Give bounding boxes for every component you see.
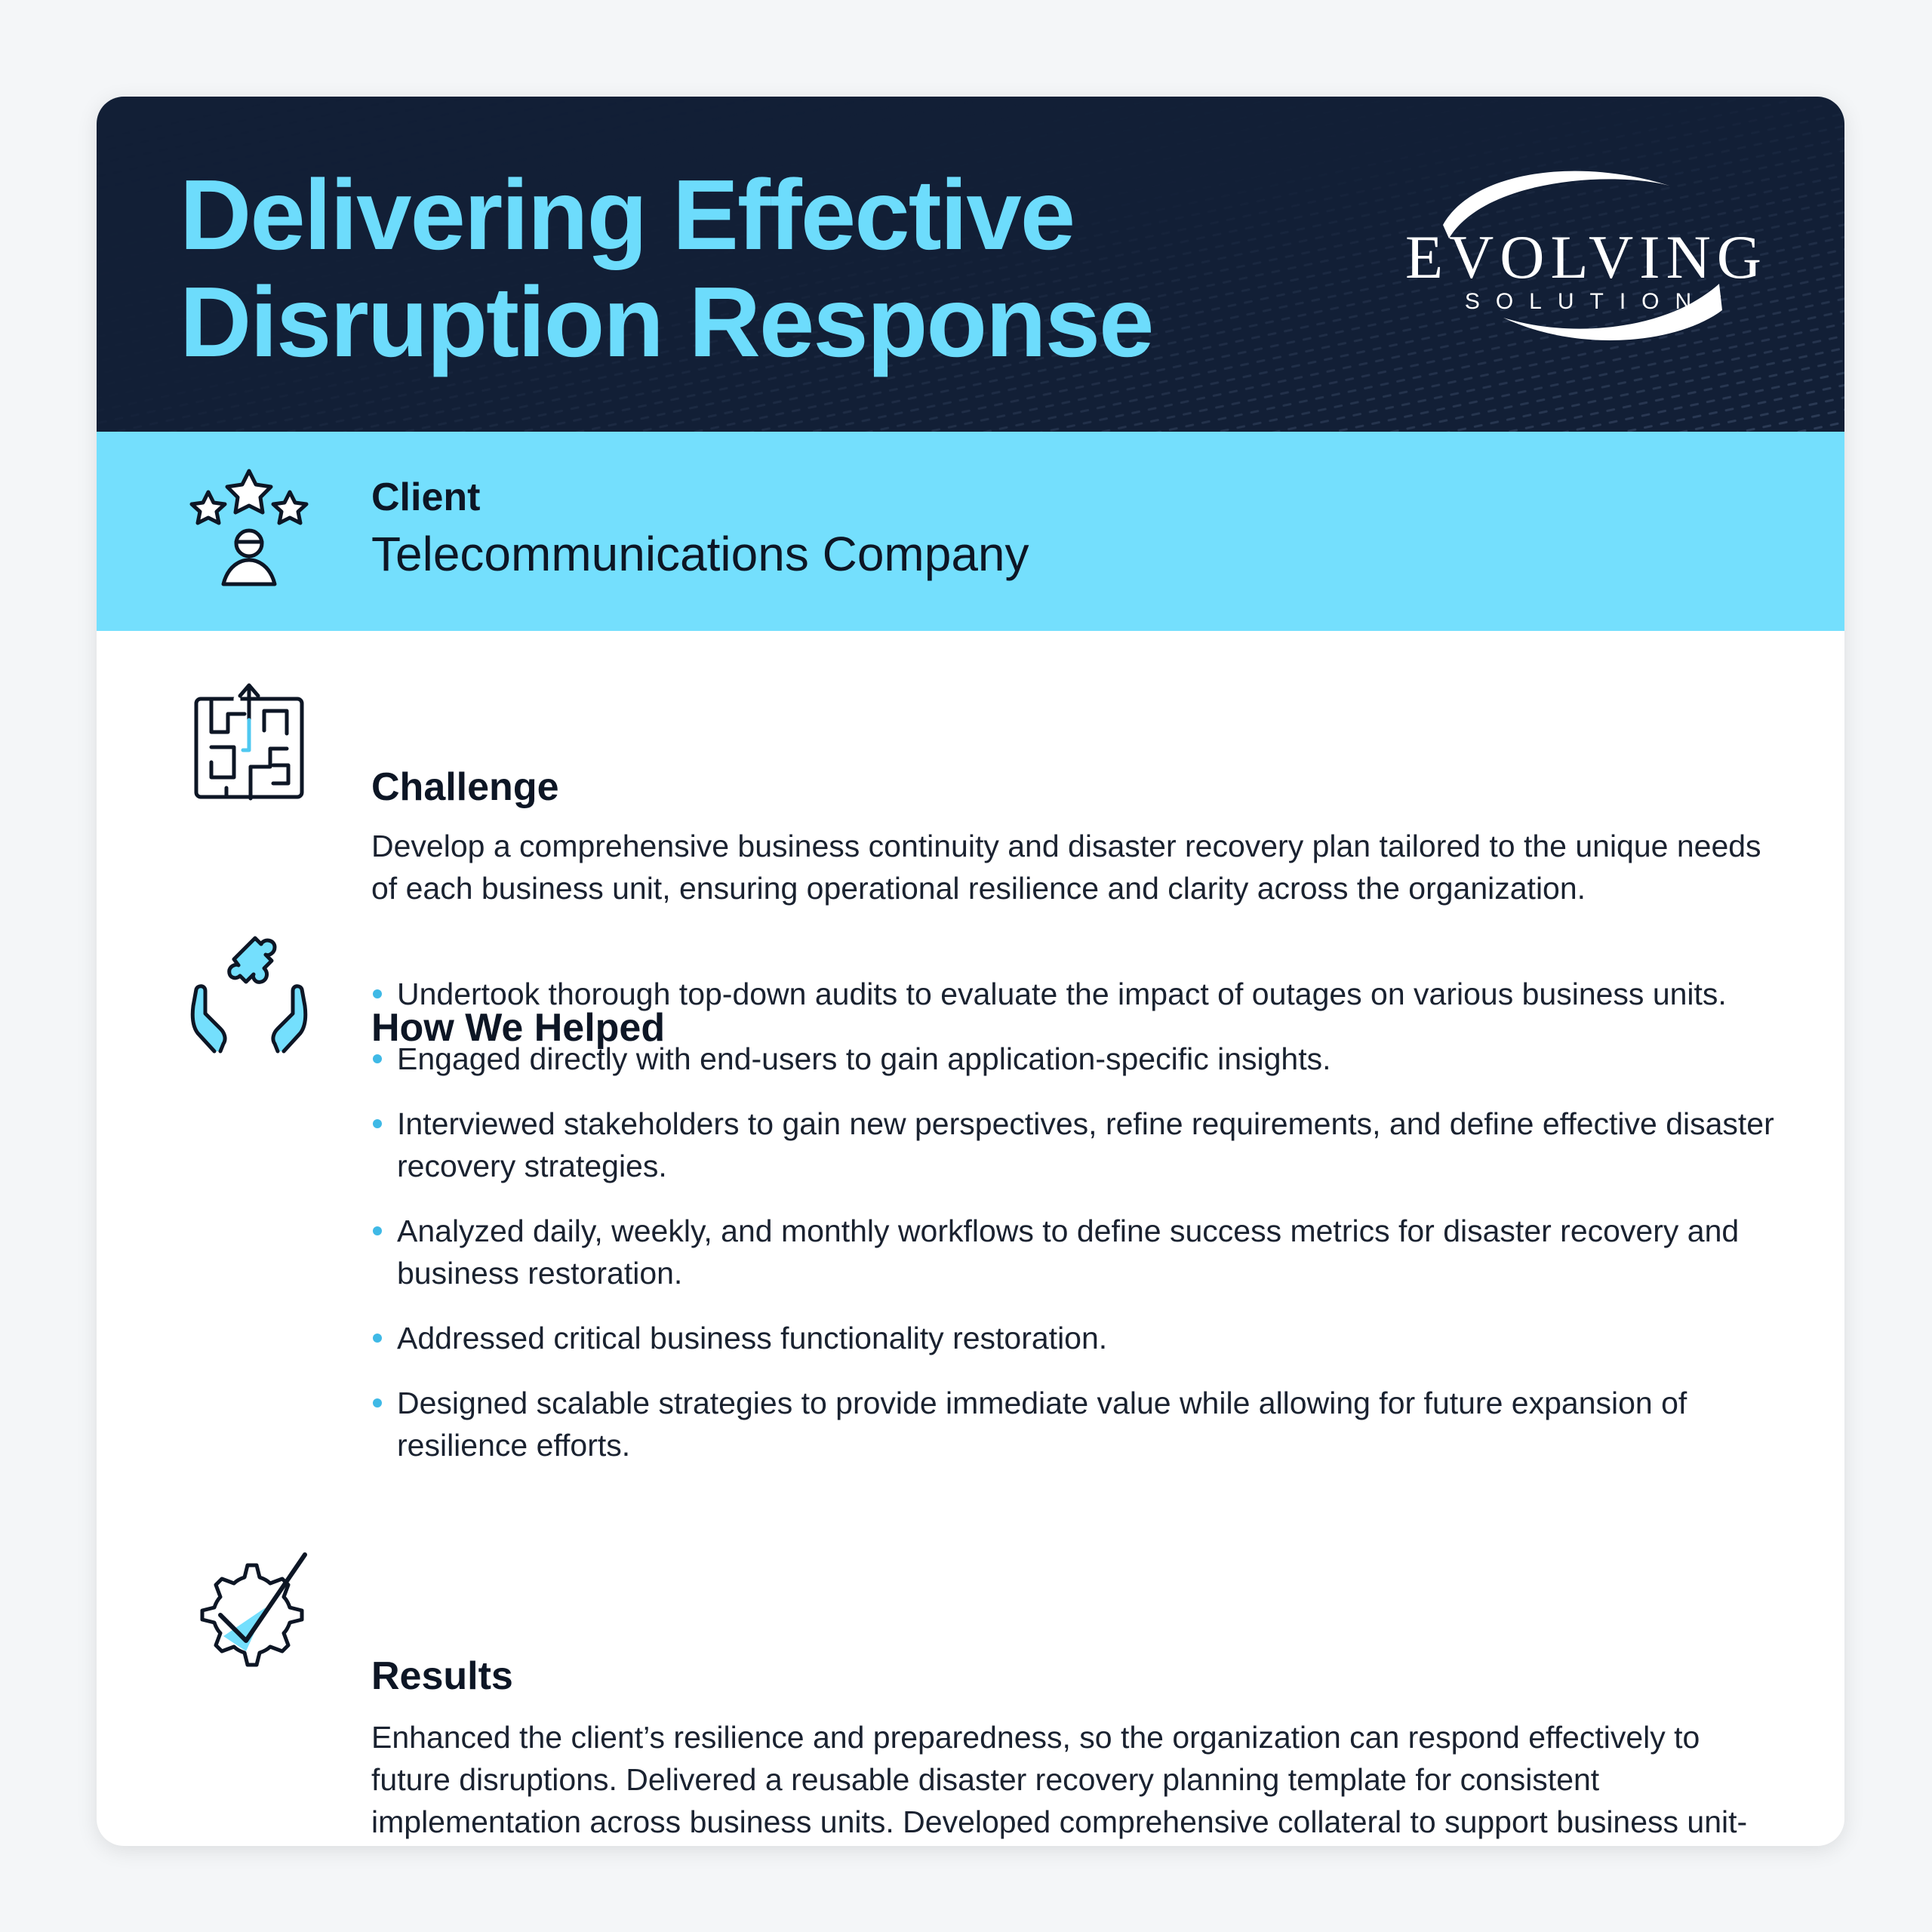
rating-stars-person-icon [189, 469, 309, 586]
header-banner: Delivering Effective Disruption Response… [97, 97, 1844, 432]
list-item-text: Engaged directly with end-users to gain … [397, 1041, 1331, 1076]
bullet-dot-icon [373, 1119, 382, 1128]
challenge-text: Develop a comprehensive business continu… [371, 829, 1761, 906]
client-band [97, 432, 1844, 631]
maze-icon [194, 683, 304, 801]
case-study-card: Delivering Effective Disruption Response… [97, 97, 1844, 1846]
list-item-text: Undertook thorough top-down audits to ev… [397, 977, 1727, 1011]
bullet-dot-icon [373, 1226, 382, 1235]
title-line-2: Disruption Response [180, 266, 1154, 377]
list-item-text: Analyzed daily, weekly, and monthly work… [397, 1214, 1740, 1291]
list-item-text: Designed scalable strategies to provide … [397, 1386, 1687, 1463]
list-item: Engaged directly with end-users to gain … [371, 1038, 1775, 1080]
page-title: Delivering Effective Disruption Response [180, 162, 1349, 376]
challenge-heading: Challenge [371, 765, 559, 809]
list-item: Interviewed stakeholders to gain new per… [371, 1103, 1775, 1187]
evolving-solutions-logo: EVOLVING SOLUTIONS [1390, 155, 1783, 352]
title-line-1: Delivering Effective [180, 159, 1075, 270]
logo-wordmark: EVOLVING [1404, 223, 1768, 291]
client-name: Telecommunications Company [371, 527, 1029, 581]
list-item-text: Addressed critical business functionalit… [397, 1321, 1108, 1355]
list-item: Analyzed daily, weekly, and monthly work… [371, 1210, 1775, 1294]
bullet-dot-icon [373, 989, 382, 998]
bullet-dot-icon [373, 1334, 382, 1343]
bullet-dot-icon [373, 1054, 382, 1063]
gear-check-icon [200, 1552, 307, 1667]
results-text: Enhanced the client’s resilience and pre… [371, 1720, 1748, 1839]
list-item-text: Interviewed stakeholders to gain new per… [397, 1106, 1774, 1183]
helped-list: Undertook thorough top-down audits to ev… [371, 973, 1775, 1489]
logo-subtitle: SOLUTIONS [1464, 289, 1739, 314]
hands-puzzle-icon [190, 936, 308, 1054]
results-heading: Results [371, 1654, 513, 1698]
list-item: Undertook thorough top-down audits to ev… [371, 973, 1775, 1015]
dot-pattern-decoration [97, 97, 1844, 432]
logo-swoosh-icon [1443, 171, 1722, 340]
list-item: Addressed critical business functionalit… [371, 1317, 1775, 1359]
how-we-helped-heading: How We Helped [371, 1006, 666, 1050]
client-heading: Client [371, 475, 481, 519]
list-item: Designed scalable strategies to provide … [371, 1382, 1775, 1466]
bullet-dot-icon [373, 1398, 382, 1407]
